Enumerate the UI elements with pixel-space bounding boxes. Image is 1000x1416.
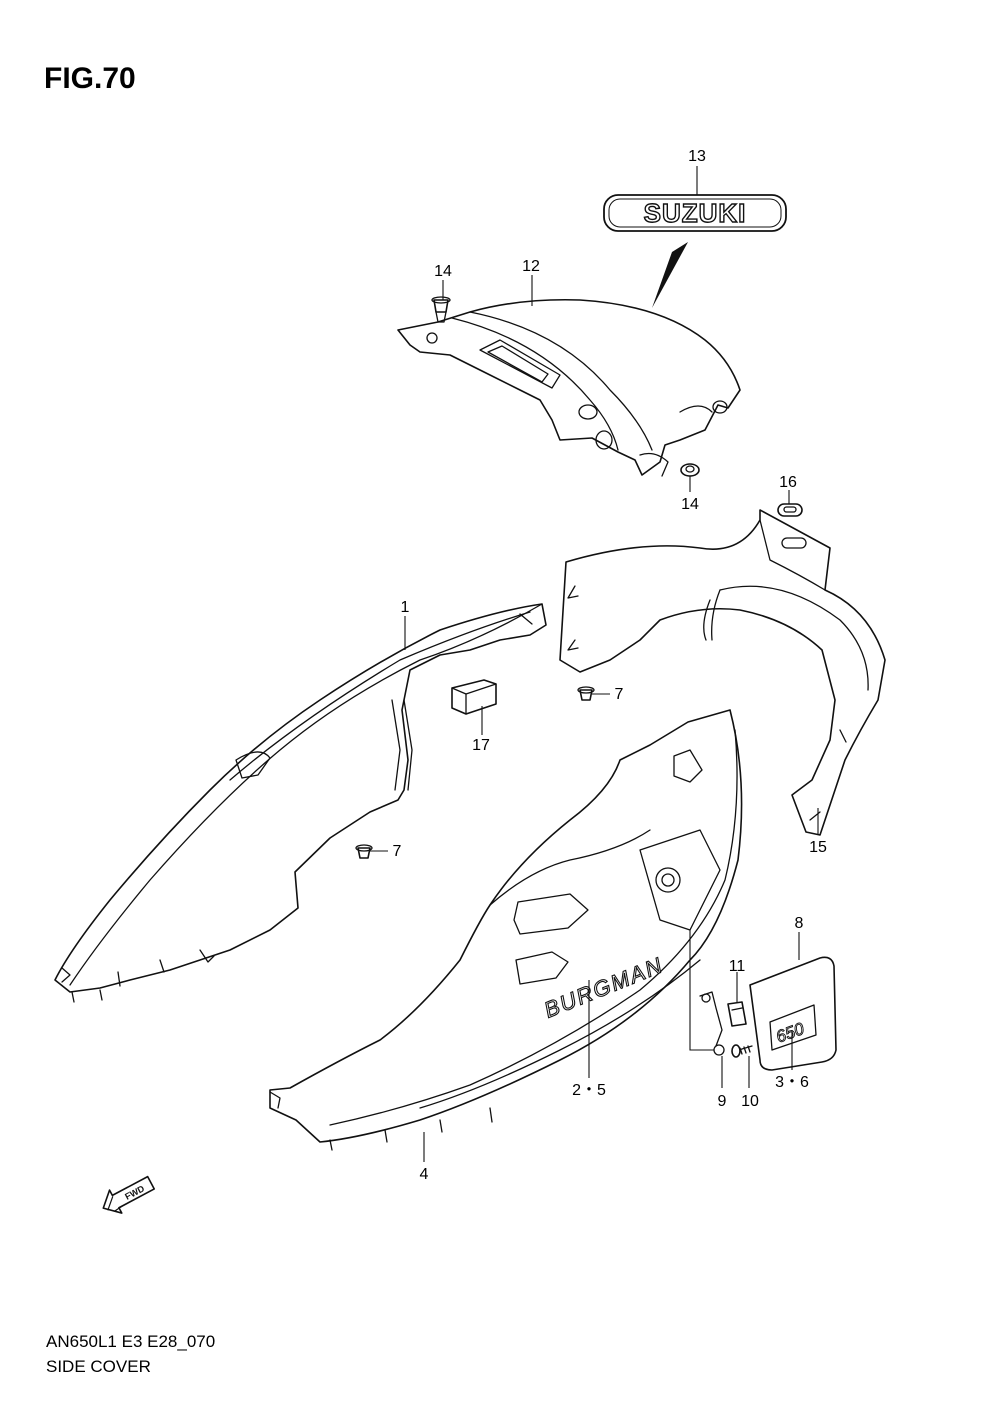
part-8-badge-panel: 650 — [749, 956, 837, 1071]
callout-9: 9 — [718, 1093, 727, 1110]
part-12-rear-top-cover — [397, 298, 741, 477]
suzuki-emblem: SUZUKI — [603, 194, 787, 232]
callout-13: 13 — [688, 148, 706, 165]
suzuki-emblem-text: SUZUKI — [644, 198, 747, 228]
callout-15: 15 — [809, 839, 827, 856]
model-code: AN650L1 E3 E28_070 — [46, 1332, 216, 1351]
part-15-rear-cover — [559, 509, 886, 836]
callout-8: 8 — [795, 915, 804, 932]
callout-7-left: 7 — [393, 843, 402, 860]
callout-7-right: 7 — [615, 686, 624, 703]
callout-16: 16 — [779, 474, 797, 491]
callout-4: 4 — [420, 1166, 429, 1183]
callout-1: 1 — [401, 599, 410, 616]
clip-14-top-icon — [431, 296, 451, 323]
callout-14-bottom: 14 — [681, 496, 699, 513]
part-9-wire-stay — [699, 991, 725, 1056]
figure-title: FIG.70 — [44, 62, 136, 95]
callout-17: 17 — [472, 737, 490, 754]
leader-lines — [370, 166, 819, 1162]
fwd-arrow-icon: FWD — [102, 1175, 156, 1214]
section-name: SIDE COVER — [46, 1357, 151, 1376]
part-11-clip-icon — [727, 1001, 747, 1027]
part-1-left-side-cover — [54, 603, 547, 1003]
clip-14-bottom-icon — [680, 463, 700, 477]
part-10-screw-icon — [731, 1044, 753, 1058]
callout-10: 10 — [741, 1093, 759, 1110]
emblem-pointer-icon — [652, 242, 688, 308]
part-17-block — [451, 679, 497, 715]
callout-2-5: 2・5 — [572, 1082, 606, 1099]
callout-12: 12 — [522, 258, 540, 275]
callout-3-6: 3・6 — [775, 1074, 809, 1091]
clip-7-left-icon — [355, 844, 373, 859]
grommet-16-icon — [777, 503, 803, 517]
part-4-right-side-cover: BURGMAN — [269, 709, 743, 1151]
callout-11: 11 — [729, 958, 746, 975]
clip-7-right-icon — [577, 686, 595, 701]
callout-numbers: 13 14 12 14 16 1 7 17 15 7 8 11 2・5 9 10… — [393, 148, 827, 1183]
callout-14-top: 14 — [434, 263, 452, 280]
